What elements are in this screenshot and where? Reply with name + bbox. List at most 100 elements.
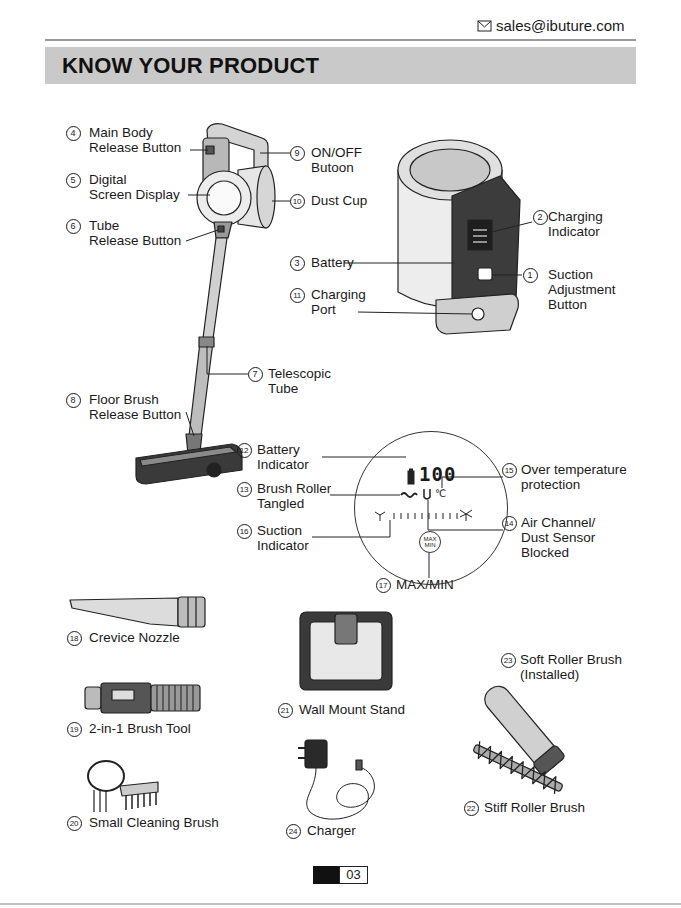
page-title: KNOW YOUR PRODUCT [62,53,319,79]
soft-roller-cap [532,744,565,776]
part-name: Suction Indicator [257,523,309,553]
part-name: Over temperature protection [521,462,627,492]
temperature-symbol: ℃ [435,488,446,499]
tangled-icon [401,493,417,497]
leader-line [312,520,390,537]
callout-number: 6 [66,219,81,234]
charger-prongs [298,748,305,758]
callout-number: 18 [67,631,82,646]
battery-tip [410,469,413,471]
callout-number: 15 [502,463,517,478]
fan-large [460,510,472,521]
charger-adapter [305,740,327,768]
envelope-flap [478,21,491,27]
part-name: Wall Mount Stand [299,702,405,717]
callout-number: 22 [464,801,479,816]
leader-line [428,500,503,530]
part-name: Dust Cup [311,193,367,208]
callout-number: 19 [67,722,82,737]
leader-line [186,230,218,241]
upper-tube [202,238,227,346]
email-address: sales@ibuture.com [496,17,625,34]
suction-button [478,268,492,280]
nozzle-collar [178,597,205,627]
nozzle-ring [187,597,188,627]
wheel [207,463,221,477]
leader-lines [186,150,532,578]
suction-tick [450,513,451,519]
suction-tick [401,513,402,519]
callout-number: 12 [237,443,252,458]
leader-line [429,553,430,578]
callout-number: 13 [237,482,252,497]
part-name: Suction Adjustment Button [548,267,616,312]
cleaning-brush-loop [88,761,124,791]
header-rule [45,40,636,41]
callout-number: 2 [533,210,548,225]
battery-icon [408,471,414,484]
envelope-icon [478,21,491,31]
indicator-panel [468,220,492,250]
part-name: Small Cleaning Brush [89,815,219,830]
callout-number: 11 [290,288,305,303]
suction-tick [457,513,458,519]
leader-line [260,153,290,154]
leader-line [492,275,522,276]
button-text: MAX MIN [420,536,440,548]
battery-pack [452,176,520,310]
cleaning-brush-arm [120,782,158,796]
leader-line [188,195,210,196]
stick-vacuum [136,124,275,484]
body-closeup [398,140,520,334]
fan-small [375,512,385,521]
suction-tick [394,513,395,519]
screen [207,181,241,215]
part-name: Battery Indicator [257,442,309,472]
leader-line [272,201,290,202]
leader-line [207,346,248,374]
part-name: Digital Screen Display [89,172,180,202]
charger-cord [307,768,375,819]
callout-number: 14 [502,516,517,531]
tube-collar [199,337,214,347]
brush-tool-body [101,683,151,713]
part-name: Brush Roller Tangled [257,481,331,511]
part-name: Crevice Nozzle [89,630,180,645]
suction-tick [436,513,437,519]
callout-number: 23 [501,653,516,668]
cleaning-brush-comb [94,790,106,812]
leader-line [322,457,406,458]
callout-number: 20 [67,816,82,831]
footer-rule [0,904,681,905]
battery-percent: 100 [419,464,456,484]
stiff-roller-bristles [473,741,561,794]
brush-tool-cap [85,687,101,709]
bristle-lines [157,685,193,711]
wall-mount-clip [335,614,357,644]
leader-line [358,312,472,314]
part-name: Tube Release Button [89,218,181,248]
page-number-box: 03 [339,866,368,884]
wall-mount [300,612,392,690]
brush-tool-clip [112,690,134,700]
part-name: Charger [307,823,356,838]
suction-tick [415,513,416,519]
crevice-nozzle [70,598,178,626]
title-band [45,47,636,84]
brush-tool-bristles [151,685,200,711]
cleaning-brush-teeth [126,792,156,810]
accessories [70,597,566,819]
callout-number: 8 [66,393,81,408]
suction-tick [408,513,409,519]
leader-line [330,495,400,496]
floor-brush-head [136,444,242,484]
part-name: Telescopic Tube [268,366,331,396]
callout-number: 7 [248,367,263,382]
callout-number: 4 [66,126,81,141]
indicator-bar [473,235,487,236]
leader-line [190,150,208,151]
part-name: Charging Indicator [548,209,603,239]
leader-line [186,412,194,436]
callout-number: 16 [237,524,252,539]
dust-cup-end [257,166,275,228]
